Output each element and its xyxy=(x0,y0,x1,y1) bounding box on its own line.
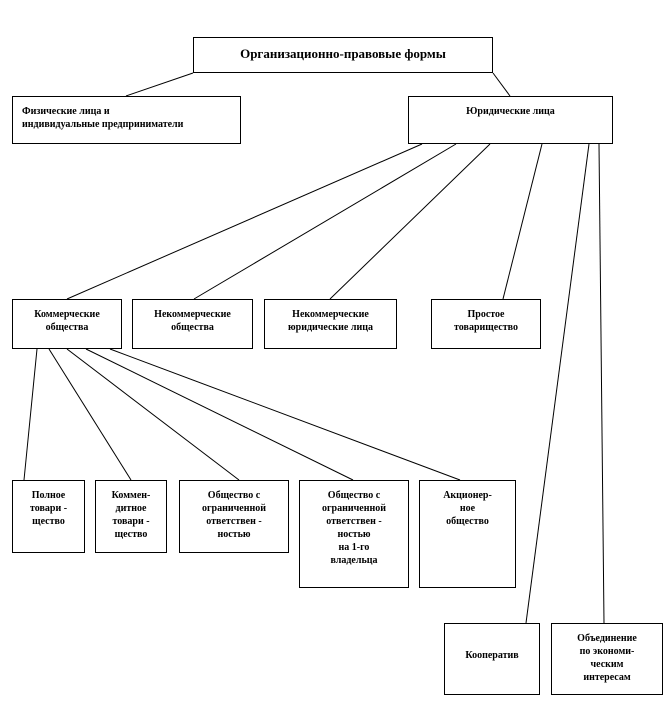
edge-legal-noncommercial-legal xyxy=(329,143,491,300)
node-llc: Общество с ограниченной ответствен - нос… xyxy=(179,480,289,553)
edge-legal-association xyxy=(598,143,605,624)
node-economic-interest-association: Объединение по экономи- ческим интересам xyxy=(551,623,663,695)
node-label: Общество с ограниченной ответствен - нос… xyxy=(322,490,386,566)
edge-legal-commercial xyxy=(66,143,423,300)
edge-legal-cooperative xyxy=(525,143,590,624)
node-noncommercial-societies: Некоммерческие общества xyxy=(132,299,253,349)
node-llc-sole-owner: Общество с ограниченной ответствен - нос… xyxy=(299,480,409,588)
node-cooperative: Кооператив xyxy=(444,623,540,695)
node-commercial-societies: Коммерческие общества xyxy=(12,299,122,349)
node-noncommercial-legal-entities: Некоммерческие юридические лица xyxy=(264,299,397,349)
edge-commercial-llc xyxy=(66,348,240,481)
node-label: Физические лица и индивидуальные предпри… xyxy=(22,106,184,130)
edge-commercial-komm xyxy=(48,348,132,481)
node-label: Простое товарищество xyxy=(454,309,518,333)
node-label: Некоммерческие юридические лица xyxy=(287,309,374,333)
node-org-legal-forms: Организационно-правовые формы xyxy=(193,37,493,73)
edge-commercial-full xyxy=(23,348,38,481)
node-full-partnership: Полное товари - щество xyxy=(12,480,85,553)
node-label: Коммен- дитное товари - щество xyxy=(111,490,151,540)
node-label: Организационно-правовые формы xyxy=(240,46,446,61)
node-label: Некоммерческие общества xyxy=(154,309,231,333)
edge-root-individuals xyxy=(125,72,194,97)
edge-commercial-jsc xyxy=(109,348,461,481)
edge-legal-noncommercial-soc xyxy=(193,143,457,300)
node-legal-entities: Юридические лица xyxy=(408,96,613,144)
edge-commercial-llc-sole xyxy=(85,348,354,481)
edge-root-legal xyxy=(492,72,511,97)
node-label: Акционер- ное общество xyxy=(443,490,492,527)
edge-legal-simple xyxy=(502,143,543,300)
node-simple-partnership: Простое товарищество xyxy=(431,299,541,349)
node-label: Юридические лица xyxy=(466,106,555,117)
node-label: Полное товари - щество xyxy=(29,490,68,527)
node-label: Общество с ограниченной ответствен - нос… xyxy=(202,490,266,540)
node-limited-partnership: Коммен- дитное товари - щество xyxy=(95,480,167,553)
node-label: Коммерческие общества xyxy=(34,309,100,333)
node-joint-stock-company: Акционер- ное общество xyxy=(419,480,516,588)
node-individuals: Физические лица и индивидуальные предпри… xyxy=(12,96,241,144)
node-label: Объединение по экономи- ческим интересам xyxy=(577,633,637,683)
node-label: Кооператив xyxy=(465,650,519,661)
